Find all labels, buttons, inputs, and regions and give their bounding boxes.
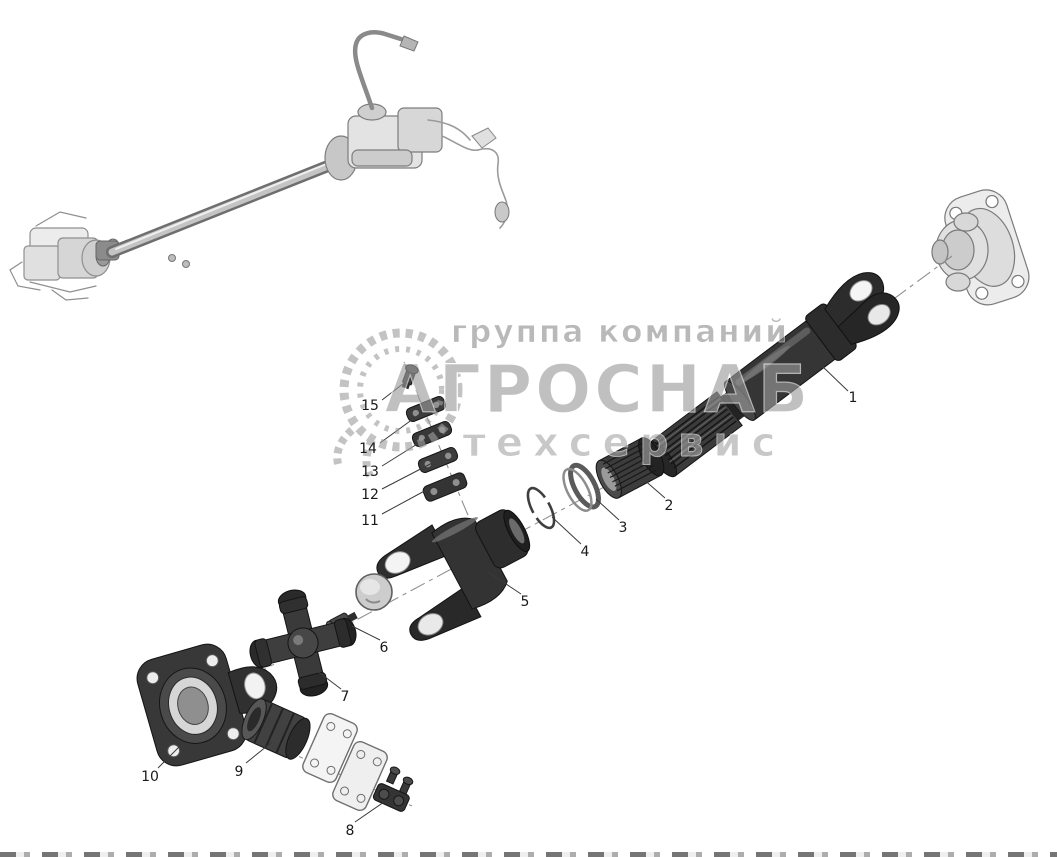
part-12-plate <box>417 447 459 473</box>
assembled-driveline-drawing <box>9 30 510 301</box>
hose-drawing <box>352 30 419 111</box>
companion-flange-drawing <box>931 189 1030 306</box>
watermark-line3: техсервис <box>463 420 786 466</box>
part-5-fork <box>376 509 531 641</box>
watermark-line1: группа компаний <box>451 314 789 350</box>
watermark-laurel-logo <box>333 328 463 478</box>
bottom-edge-strip <box>0 852 1057 857</box>
part-9-bushing <box>241 698 311 760</box>
gearbox-drawing <box>324 103 443 181</box>
part-3-ring <box>562 462 601 512</box>
part-14-plate <box>405 396 447 422</box>
part-4-snap-ring <box>526 486 556 530</box>
watermark-line2: АГРОСНАБ <box>385 351 812 428</box>
part-10-flange-fork <box>136 643 278 767</box>
part-15-bolt <box>401 364 419 390</box>
wiring-drawing <box>427 119 508 229</box>
part-1-sliding-fork <box>647 272 900 478</box>
watermark: группа компаний АГРОСНАБ техсервис <box>333 314 812 478</box>
propeller-shaft <box>106 156 344 258</box>
part-7-cross-assembly <box>249 589 357 697</box>
leader-lines <box>157 365 849 823</box>
gasket-plates <box>302 712 388 812</box>
part-8-lock-plate-bolts <box>372 766 414 812</box>
part-2-splined-bushing <box>595 437 665 499</box>
part-11-plate <box>422 472 468 502</box>
